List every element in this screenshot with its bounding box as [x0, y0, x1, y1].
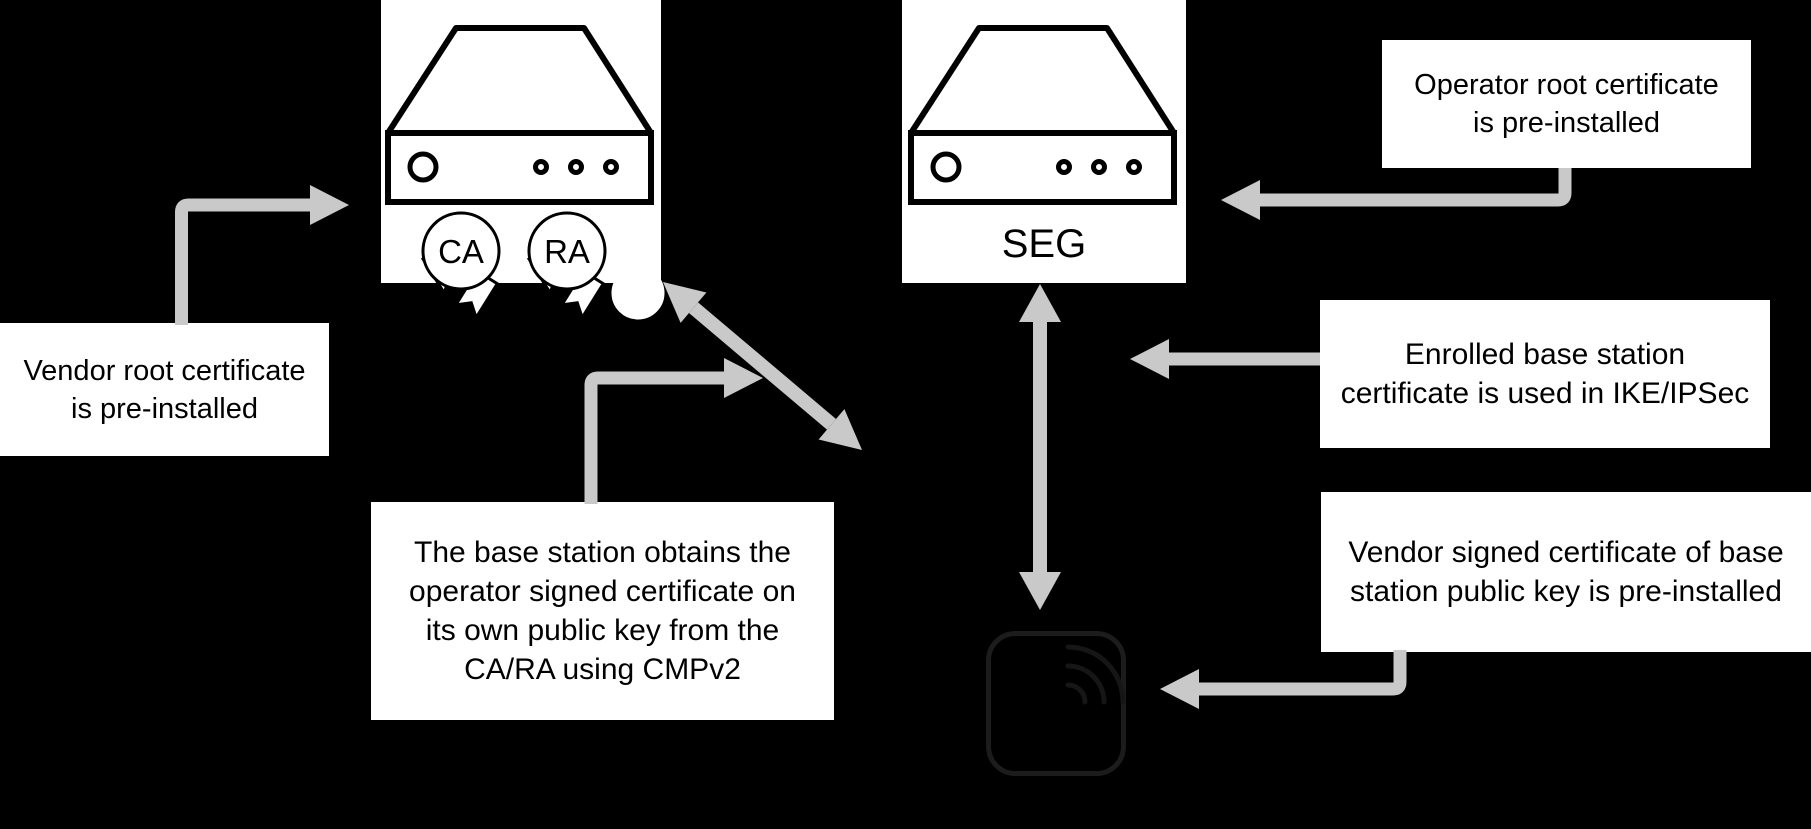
seg-server-node: SEG: [902, 0, 1186, 283]
ca-ra-seals: CA RA: [420, 211, 607, 322]
note-line: is pre-installed: [71, 392, 258, 425]
note-line: CA/RA using CMPv2: [464, 653, 741, 686]
arrow-vendor-root-to-ca-ra: [175, 185, 349, 325]
note-line: is pre-installed: [1473, 107, 1660, 139]
ra-seal-icon: RA: [526, 211, 607, 322]
note-line: Enrolled base station: [1404, 338, 1686, 371]
ca-seal-icon: CA: [420, 211, 501, 322]
signal-arcs-icon: [1065, 644, 1126, 705]
note-line: station public key is pre-installed: [1350, 575, 1782, 608]
server-icon: [908, 25, 1177, 205]
arrow-cmp-note-to-link: [584, 358, 763, 504]
note-vendor-signed-cert: Vendor signed certificate of base statio…: [1321, 492, 1811, 652]
arrow-seg-base-station-link: [1019, 284, 1061, 610]
base-station-icon: [986, 631, 1126, 776]
arrow-vendor-signed-to-base-station: [1160, 650, 1407, 709]
note-line: The base station obtains the: [414, 536, 791, 569]
ca-seal-label: CA: [438, 233, 484, 270]
server-icon: [385, 25, 654, 205]
note-line: certificate is used in IKE/IPSec: [1340, 377, 1750, 410]
note-line: Operator root certificate: [1414, 69, 1719, 101]
ca-ra-server-node: CA RA: [381, 0, 661, 322]
note-line: Vendor root certificate: [23, 354, 306, 387]
note-line: its own public key from the: [425, 614, 780, 647]
arrow-operator-root-to-seg: [1221, 168, 1572, 220]
note-vendor-root: Vendor root certificate is pre-installed: [0, 323, 329, 456]
note-operator-root: Operator root certificate is pre-install…: [1382, 40, 1751, 168]
note-line: operator signed certificate on: [409, 575, 796, 608]
arrow-ca-ra-base-station-link: [663, 282, 862, 450]
arrow-enrolled-cert-to-link: [1130, 339, 1320, 379]
ra-seal-label: RA: [544, 233, 590, 270]
seg-label: SEG: [1001, 222, 1087, 266]
note-cmp-enrollment: The base station obtains the operator si…: [371, 502, 834, 720]
note-line: Vendor signed certificate of base: [1348, 536, 1784, 569]
note-enrolled-cert: Enrolled base station certificate is use…: [1320, 300, 1770, 448]
